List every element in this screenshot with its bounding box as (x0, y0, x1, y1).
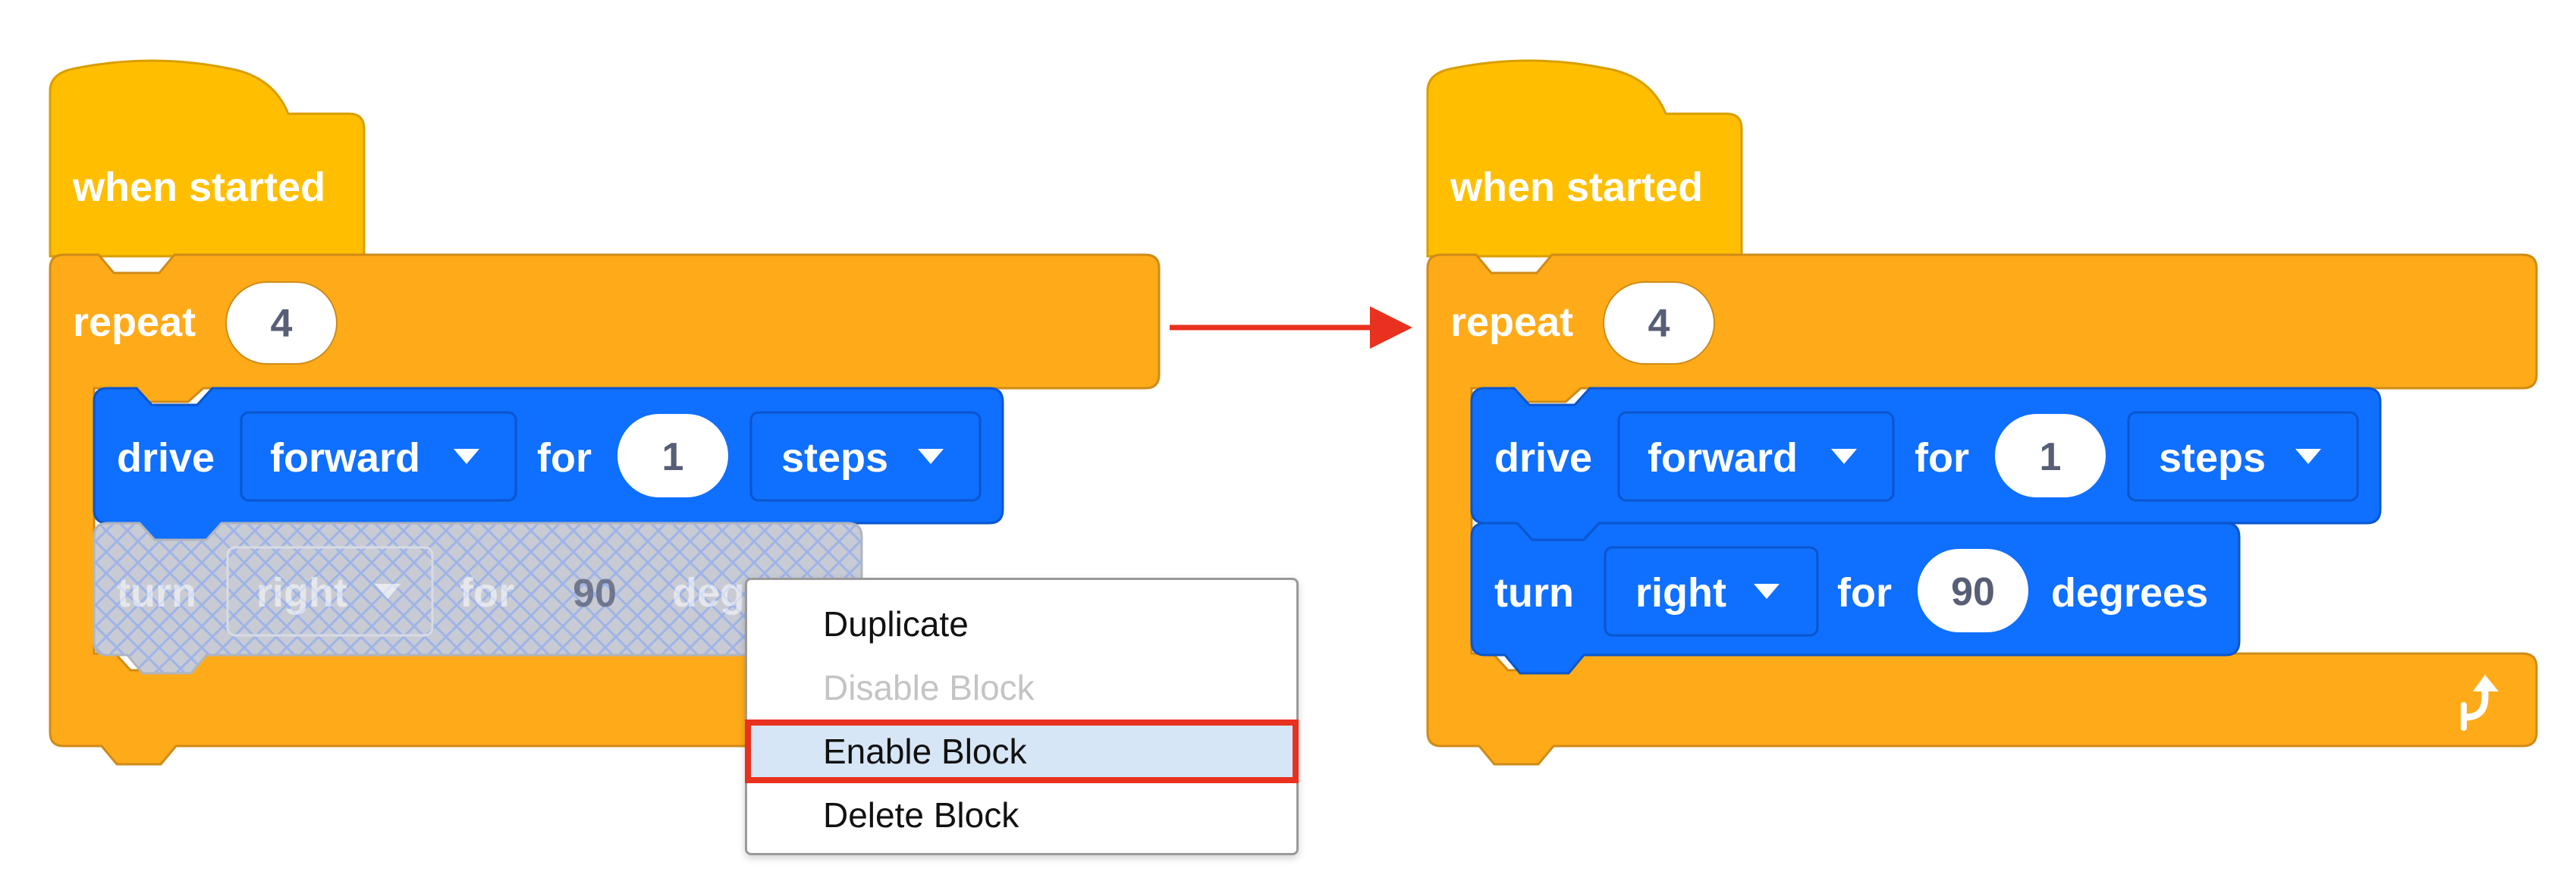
turn-for-label: for (460, 570, 514, 616)
drive-for-label: for (537, 435, 592, 481)
dropdown-caret-icon (2295, 449, 2321, 464)
drive-block[interactable]: drive forward for 1 steps (1470, 387, 2382, 541)
drive-unit-value: steps (2159, 435, 2266, 481)
repeat-block[interactable]: repeat 4 (49, 253, 1161, 766)
menu-item-enable-block[interactable]: Enable Block (745, 720, 1299, 783)
dropdown-caret-icon (375, 584, 401, 599)
drive-direction-dropdown[interactable]: forward (240, 411, 517, 502)
dropdown-caret-icon (454, 449, 479, 464)
hat-block-when-started[interactable]: when started (1426, 59, 1743, 258)
context-menu: Duplicate Disable Block Enable Block Del… (745, 578, 1299, 855)
menu-item-duplicate[interactable]: Duplicate (823, 604, 969, 644)
dropdown-caret-icon (1754, 584, 1780, 599)
menu-item-disable-block: Disable Block (823, 668, 1035, 707)
turn-unit-value: deg (672, 570, 745, 616)
loop-arrow-icon (2461, 675, 2499, 731)
hat-block-when-started[interactable]: when started (49, 59, 366, 258)
turn-for-label: for (1837, 570, 1892, 616)
drive-amount-value: 1 (662, 435, 684, 479)
repeat-count-value: 4 (271, 302, 293, 346)
drive-unit-value: steps (781, 435, 888, 481)
dropdown-caret-icon (918, 449, 944, 464)
drive-direction-dropdown[interactable]: forward (1617, 411, 1895, 502)
drive-label: drive (117, 435, 215, 481)
repeat-label: repeat (1450, 299, 1573, 345)
turn-direction-dropdown[interactable] (226, 546, 434, 637)
drive-for-label: for (1915, 435, 1969, 481)
hat-label: when started (1450, 165, 1703, 210)
drive-direction-value: forward (1648, 435, 1798, 481)
drive-label: drive (1494, 435, 1592, 481)
repeat-block[interactable]: repeat 4 (1426, 253, 2538, 766)
repeat-count-value: 4 (1648, 302, 1670, 346)
turn-amount-input[interactable]: 90 (1918, 549, 2028, 632)
dropdown-caret-icon (1831, 449, 1857, 464)
menu-item-delete-block[interactable]: Delete Block (823, 795, 1019, 835)
turn-amount-value: 90 (573, 572, 617, 616)
drive-unit-dropdown[interactable]: steps (749, 411, 982, 502)
before-script: when started repeat 4 drive forward for … (49, 59, 1161, 766)
repeat-label: repeat (73, 299, 196, 345)
drive-block[interactable]: drive forward for 1 steps (93, 387, 1004, 541)
drive-direction-value: forward (270, 435, 420, 481)
turn-block[interactable]: turn right for 90 degrees (1470, 522, 2241, 675)
turn-direction-value: right (256, 570, 347, 616)
repeat-count-input[interactable]: 4 (225, 281, 338, 365)
turn-direction-dropdown[interactable]: right (1604, 546, 1819, 637)
turn-direction-value: right (1635, 570, 1726, 616)
turn-label: turn (117, 570, 196, 616)
after-script: when started repeat 4 drive forward (1426, 59, 2538, 766)
turn-unit-label: degrees (2051, 570, 2208, 616)
drive-amount-input[interactable]: 1 (1995, 414, 2106, 497)
turn-label: turn (1494, 570, 1574, 616)
drive-amount-input[interactable]: 1 (617, 414, 728, 497)
arrow-right-icon (1170, 306, 1412, 349)
repeat-count-input[interactable]: 4 (1603, 281, 1715, 365)
drive-unit-dropdown[interactable]: steps (2127, 411, 2359, 502)
hat-label: when started (72, 165, 325, 210)
turn-amount-value: 90 (1951, 570, 1995, 614)
drive-amount-value: 1 (2040, 435, 2062, 479)
